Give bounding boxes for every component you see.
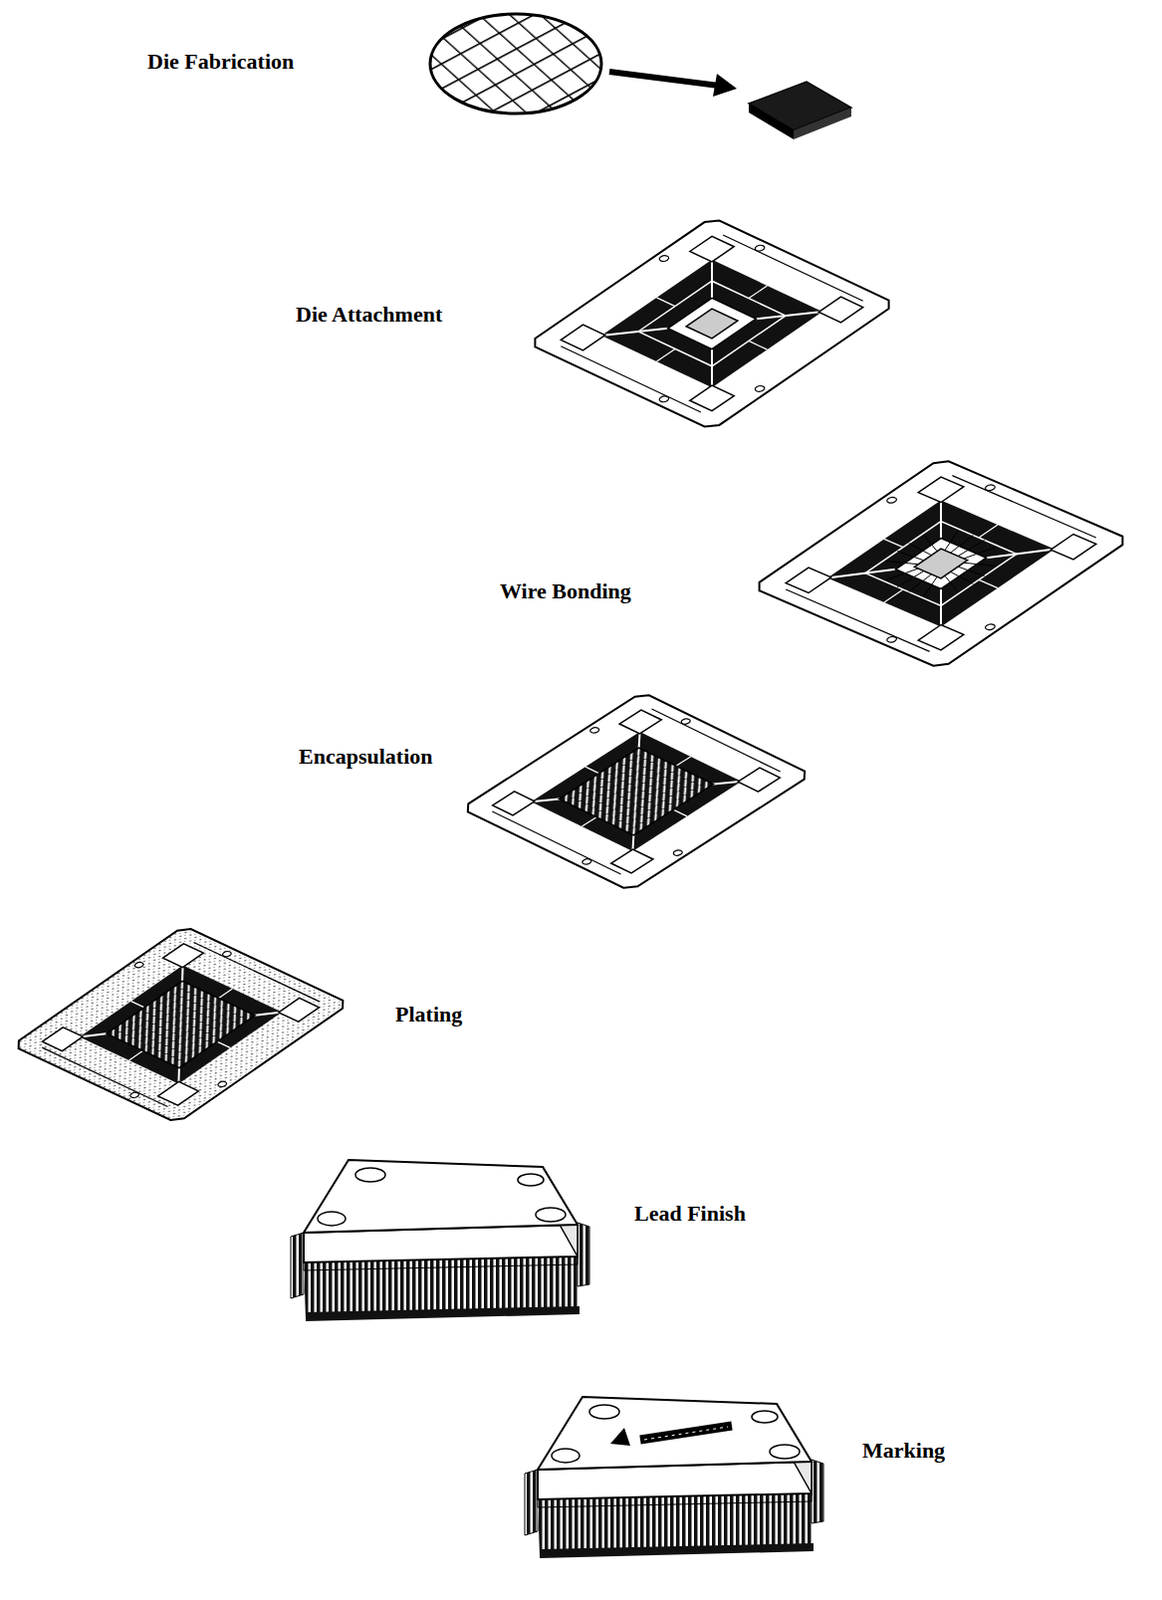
ic-package bbox=[290, 1160, 590, 1322]
label-anchor: Die Fabrication bbox=[147, 48, 297, 75]
label-anchor: Die Attachment bbox=[295, 301, 446, 328]
step-label: Wire Bonding bbox=[499, 578, 634, 605]
step-label: Die Fabrication bbox=[147, 48, 297, 75]
label-anchor: Encapsulation bbox=[298, 743, 436, 770]
label-anchor: Wire Bonding bbox=[499, 578, 634, 605]
lead-frame bbox=[461, 692, 812, 892]
wafer bbox=[430, 13, 602, 114]
step-label: Die Attachment bbox=[295, 301, 446, 328]
label-anchor: Marking bbox=[862, 1437, 948, 1464]
die-chip bbox=[748, 81, 852, 140]
ic-package bbox=[524, 1396, 824, 1559]
lead-frame bbox=[751, 458, 1131, 670]
label-anchor: Lead Finish bbox=[634, 1200, 748, 1227]
process-arrow bbox=[609, 71, 737, 97]
step-label: Marking bbox=[862, 1437, 948, 1464]
label-anchor: Plating bbox=[395, 1001, 465, 1028]
marking-print bbox=[610, 1425, 732, 1446]
step-label: Plating bbox=[395, 1001, 465, 1028]
lead-frame bbox=[11, 926, 350, 1124]
lead-frame bbox=[527, 217, 897, 431]
step-label: Encapsulation bbox=[298, 743, 436, 770]
step-label: Lead Finish bbox=[634, 1200, 748, 1227]
